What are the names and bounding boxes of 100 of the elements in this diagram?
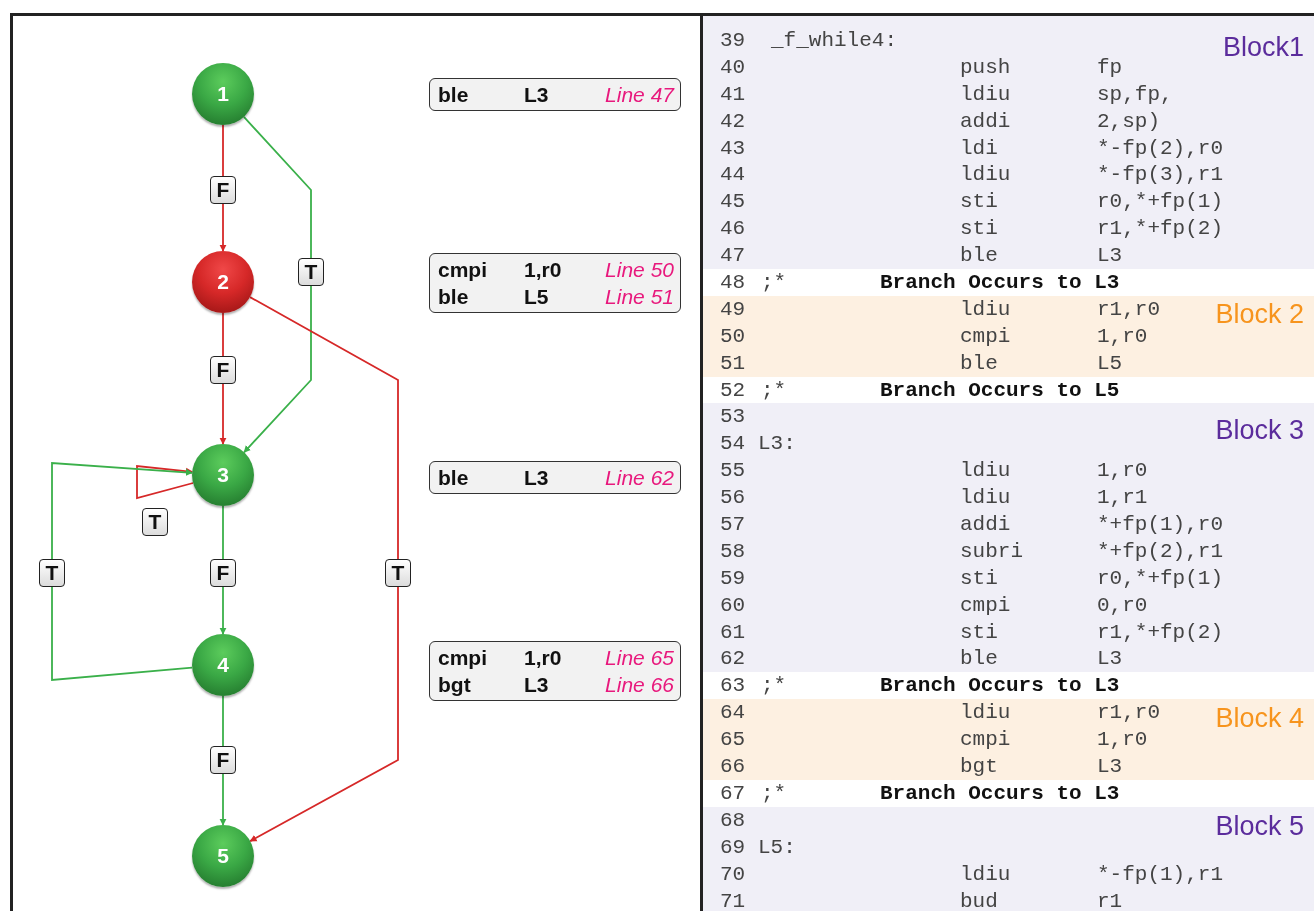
instruction-mnemonic: ldiu xyxy=(960,162,1011,188)
instruction-mnemonic: cmpi xyxy=(960,592,1011,618)
instruction-operand: sp,fp, xyxy=(1097,81,1173,107)
line-number: 66 xyxy=(720,754,746,780)
edge-label: F xyxy=(210,356,236,384)
instruction-mnemonic: cmpi xyxy=(960,323,1011,349)
line-reference: Line 47 xyxy=(604,82,674,107)
instruction-mnemonic: sti xyxy=(960,189,998,215)
instruction-mnemonic: ble xyxy=(438,465,470,490)
node-number: 3 xyxy=(217,463,229,487)
instruction-operand: 1,r0 xyxy=(1097,323,1148,349)
instruction-mnemonic: cmpi xyxy=(438,257,488,282)
instruction-mnemonic: bgt xyxy=(960,754,998,780)
branch-comment: Branch Occurs to L3 xyxy=(880,780,1120,806)
instruction-mnemonic: ble xyxy=(960,646,998,672)
instruction-operand: fp xyxy=(1097,54,1123,80)
instruction-operand: 1,r1 xyxy=(1097,485,1148,511)
instruction-box xyxy=(429,641,681,701)
instruction-operand: L3 xyxy=(524,672,550,697)
instruction-mnemonic: addi xyxy=(960,108,1011,134)
line-number: 51 xyxy=(720,350,746,376)
instruction-mnemonic: ldiu xyxy=(960,296,1011,322)
node-circle xyxy=(192,444,254,506)
line-number: 42 xyxy=(720,108,746,134)
line-number: 47 xyxy=(720,243,746,269)
instruction-operand: *-fp(3),r1 xyxy=(1097,162,1224,188)
instruction-operand: L3 xyxy=(524,465,550,490)
node-number: 1 xyxy=(217,82,229,106)
instruction-operand: r0,*+fp(1) xyxy=(1097,189,1224,215)
instruction-operand: r0,*+fp(1) xyxy=(1097,565,1224,591)
instruction-mnemonic: sti xyxy=(960,565,998,591)
instruction-mnemonic: ble xyxy=(960,243,998,269)
line-number: 65 xyxy=(720,727,746,753)
line-number: 50 xyxy=(720,323,746,349)
instruction-operand: *-fp(1),r1 xyxy=(1097,861,1224,887)
instruction-operand: 0,r0 xyxy=(1097,592,1148,618)
instruction-operand: 2,sp) xyxy=(1097,108,1160,134)
arrow xyxy=(51,462,193,681)
edge-label: T xyxy=(385,559,411,587)
line-number: 58 xyxy=(720,538,746,564)
instruction-operand: *+fp(2),r1 xyxy=(1097,538,1224,564)
block-label: Block 3 xyxy=(1215,415,1304,446)
instruction-operand: 1,r0 xyxy=(1097,458,1148,484)
instruction-operand: L3 xyxy=(1097,754,1123,780)
comment-marker: ;* xyxy=(761,673,787,699)
node-circle xyxy=(192,634,254,696)
line-number: 68 xyxy=(720,807,746,833)
instruction-operand: r1 xyxy=(1097,888,1123,911)
edge-label: T xyxy=(298,258,324,286)
code-label: _f_while4: xyxy=(771,28,898,53)
line-reference: Line 65 xyxy=(604,645,674,670)
line-number: 54 xyxy=(720,431,746,457)
instruction-operand: L5 xyxy=(524,284,550,309)
comment-marker: ;* xyxy=(761,780,787,806)
code-label: L5: xyxy=(758,834,796,860)
node-number: 2 xyxy=(217,270,229,294)
instruction-mnemonic: sti xyxy=(960,619,998,645)
node-number: 5 xyxy=(217,844,229,868)
instruction-operand: 1,r0 xyxy=(1097,727,1148,753)
branch-comment: Branch Occurs to L3 xyxy=(880,270,1120,295)
line-number: 62 xyxy=(720,646,746,672)
line-number: 60 xyxy=(720,592,746,618)
line-number: 64 xyxy=(720,700,746,726)
line-number: 57 xyxy=(720,512,746,538)
instruction-mnemonic: sti xyxy=(960,216,998,242)
instruction-mnemonic: ldiu xyxy=(960,485,1011,511)
node-circle xyxy=(192,63,254,125)
instruction-operand: L3 xyxy=(524,82,550,107)
instruction-mnemonic: bud xyxy=(960,888,998,911)
instruction-mnemonic: subri xyxy=(960,538,1023,564)
edge-label: F xyxy=(210,746,236,774)
line-number: 70 xyxy=(720,861,746,887)
line-number: 48 xyxy=(720,270,746,295)
comment-marker: ;* xyxy=(761,377,787,403)
line-number: 49 xyxy=(720,296,746,322)
arrow xyxy=(136,465,194,500)
instruction-operand: 1,r0 xyxy=(524,645,563,670)
instruction-operand: *-fp(2),r0 xyxy=(1097,135,1224,161)
line-number: 52 xyxy=(720,377,746,403)
line-number: 53 xyxy=(720,404,746,430)
instruction-operand: L5 xyxy=(1097,350,1123,376)
instruction-mnemonic: ldiu xyxy=(960,861,1011,887)
instruction-mnemonic: addi xyxy=(960,512,1011,538)
block-label: Block 4 xyxy=(1215,703,1304,734)
line-number: 67 xyxy=(720,780,746,806)
line-number: 55 xyxy=(720,458,746,484)
instruction-operand: L3 xyxy=(1097,243,1123,269)
branch-comment: Branch Occurs to L5 xyxy=(880,377,1120,403)
branch-comment: Branch Occurs to L3 xyxy=(880,673,1120,699)
instruction-mnemonic: ble xyxy=(438,284,470,309)
instruction-operand: r1,r0 xyxy=(1097,296,1160,322)
instruction-mnemonic: ldiu xyxy=(960,81,1011,107)
line-number: 59 xyxy=(720,565,746,591)
line-number: 43 xyxy=(720,135,746,161)
line-reference: Line 62 xyxy=(604,465,674,490)
instruction-mnemonic: ble xyxy=(960,350,998,376)
instruction-mnemonic: bgt xyxy=(438,672,472,697)
line-reference: Line 50 xyxy=(604,257,674,282)
instruction-box xyxy=(429,253,681,313)
instruction-mnemonic: ldiu xyxy=(960,458,1011,484)
